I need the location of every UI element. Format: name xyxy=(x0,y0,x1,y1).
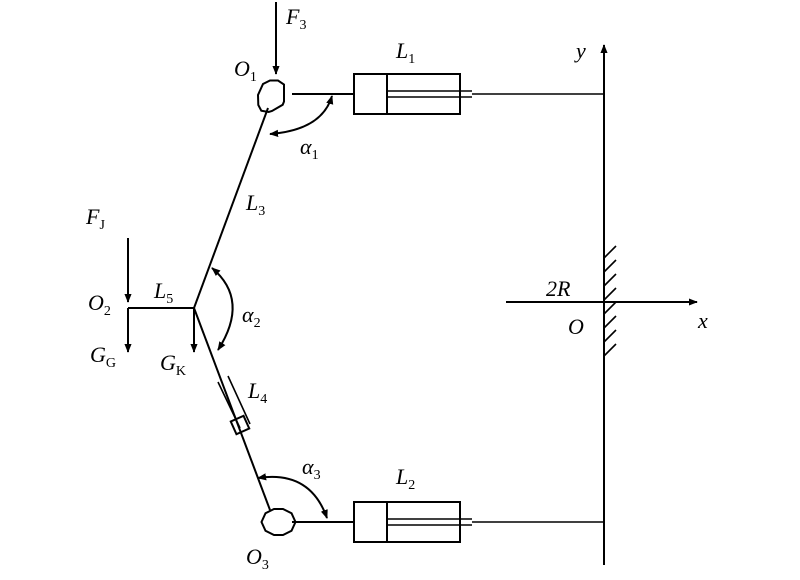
label-o3: O3 xyxy=(246,544,269,573)
label-alpha1: α1 xyxy=(300,134,319,163)
label-x: x xyxy=(698,308,708,333)
label-fj: FJ xyxy=(86,204,105,233)
label-y: y xyxy=(576,38,586,63)
alpha3-arc xyxy=(257,473,328,519)
cylinder-l2 xyxy=(292,501,604,543)
label-gk: GK xyxy=(160,350,187,379)
label-o2: O2 xyxy=(88,290,111,319)
label-alpha2: α2 xyxy=(242,302,261,331)
wall-hatching xyxy=(603,245,617,357)
label-o1: O1 xyxy=(234,56,257,85)
link-l4 xyxy=(193,307,271,511)
label-l2: L2 xyxy=(396,464,416,493)
label-origin: O xyxy=(568,314,584,339)
label-gg: GG xyxy=(90,342,117,371)
link-l3 xyxy=(193,107,269,309)
label-l1: L1 xyxy=(396,38,416,67)
joint-o3 xyxy=(260,508,297,536)
alpha2-arc xyxy=(211,267,234,351)
joint-o1 xyxy=(256,79,285,114)
label-alpha3: α3 xyxy=(302,454,321,483)
label-l3: L3 xyxy=(246,190,266,219)
label-2r: 2R xyxy=(546,276,571,301)
label-l5: L5 xyxy=(154,278,174,307)
cylinder-l1 xyxy=(292,73,604,115)
alpha1-arc xyxy=(269,95,334,137)
label-l4: L4 xyxy=(248,378,268,407)
label-f3: F3 xyxy=(286,4,307,33)
